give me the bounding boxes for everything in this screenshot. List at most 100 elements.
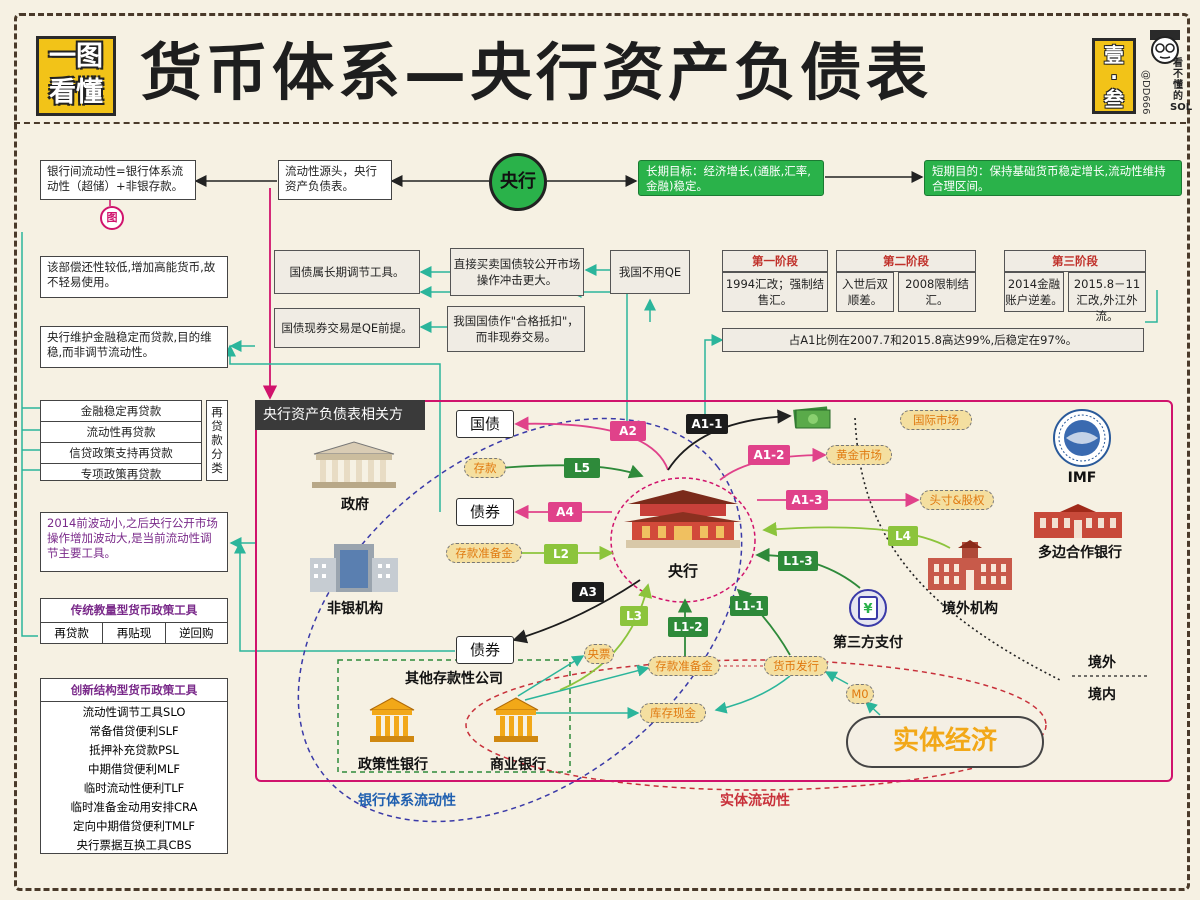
government-label: 政府: [341, 497, 369, 513]
innovative-tools-table: 创新结构型货币政策工具 流动性调节工具SLO 常备借贷便利SLF 抵押补充贷款P…: [40, 678, 228, 854]
tag-l5: L5: [564, 458, 600, 478]
innovative-tool: 央行票据互换工具CBS: [76, 838, 192, 852]
phase3-item1: 2014金融账户逆差。: [1004, 272, 1064, 312]
inside-label: 境内: [1088, 687, 1116, 703]
dashed-frame: [14, 13, 1190, 891]
low-repayment-note: 该部偿还性较低,增加高能货币,故不轻易使用。: [40, 256, 228, 298]
real-liquidity-label: 实体流动性: [720, 793, 790, 809]
interbank-liquidity-note: 银行间流动性=银行体系流动性（超储）+非银存款。: [40, 160, 196, 200]
position-equity-oval: 头寸&股权: [920, 490, 994, 510]
innovative-tool: 流动性调节工具SLO: [82, 705, 186, 719]
phase2-item2: 2008限制结汇。: [898, 272, 976, 312]
relending-item: 金融稳定再贷款: [41, 401, 201, 422]
author-handle: @DD666: [1140, 70, 1151, 115]
tag-a2: A2: [610, 421, 646, 441]
central-bill-oval: 央票: [584, 644, 614, 664]
svg-text:¥: ¥: [863, 602, 872, 617]
innovative-tool: 临时准备金动用安排CRA: [70, 800, 198, 814]
innovative-tools-title: 创新结构型货币政策工具: [41, 679, 227, 702]
innovative-tool: 抵押补充贷款PSL: [89, 743, 179, 757]
imf-label: IMF: [1067, 470, 1097, 486]
author-avatar-icon: [1150, 30, 1180, 64]
central-bank-label: 央行: [667, 562, 698, 580]
tag-a4: A4: [548, 502, 582, 522]
relending-item: 流动性再贷款: [41, 422, 201, 443]
multilateral-bank-label: 多边合作银行: [1038, 545, 1122, 561]
innovative-tool: 中期借贷便利MLF: [88, 762, 180, 776]
phase3-item2: 2015.8－11汇改,外江外流。: [1068, 272, 1146, 323]
innovative-tool: 定向中期借贷便利TMLF: [73, 819, 195, 833]
innovative-tool: 临时流动性便利TLF: [83, 781, 185, 795]
liquidity-source-note: 流动性源头，央行资产负债表。: [278, 160, 392, 200]
direct-trade-note: 直接买卖国债较公开市场操作冲击更大。: [450, 248, 584, 296]
a1-ratio-note: 占A1比例在2007.7和2015.8高达99%,后稳定在97%。: [722, 328, 1144, 352]
tag-l2: L2: [544, 544, 578, 564]
tag-a3: A3: [572, 582, 604, 602]
no-qe-note: 我国不用QE: [610, 250, 690, 294]
traditional-tools-title: 传统教量型货币政策工具: [41, 599, 227, 623]
tu-marker: 图: [100, 206, 124, 230]
tag-l4: L4: [888, 526, 918, 546]
long-term-tool-note: 国债属长期调节工具。: [274, 250, 420, 294]
reserve-oval-2: 存款准备金: [648, 656, 720, 676]
relending-table: 金融稳定再贷款 流动性再贷款 信贷政策支持再贷款 专项政策再贷款: [40, 400, 202, 481]
phase2-title: 第二阶段: [836, 250, 976, 272]
relending-item: 专项政策再贷款: [80, 467, 162, 481]
palace-icon: [624, 490, 742, 548]
reserve-oval: 存款准备金: [446, 543, 522, 563]
traditional-tool: 再贴现: [103, 623, 166, 644]
real-economy-node: 实体经济: [846, 716, 1044, 768]
badge-line3: 叁: [1104, 87, 1124, 111]
deposit-oval: 存款: [464, 458, 506, 478]
page-title: 货币体系—央行资产负债表: [140, 36, 933, 109]
bond-box: 债券: [456, 498, 514, 526]
tag-a1-3: A1-3: [786, 490, 828, 510]
commercial-bank-icon: [493, 697, 539, 742]
phase1-title: 第一阶段: [722, 250, 828, 272]
spot-trade-note: 国债现券交易是QE前提。: [274, 308, 420, 348]
gold-market-oval: 黄金市场: [826, 445, 892, 465]
central-bank-node: 央行: [489, 153, 547, 211]
currency-issue-oval: 货币发行: [764, 656, 828, 676]
traditional-tool: 逆回购: [179, 626, 214, 640]
issue-badge: 壹 · 叁: [1092, 38, 1136, 114]
policy-bank-icon: [369, 697, 415, 742]
tag-a1-1: A1-1: [686, 414, 728, 434]
tag-a1-2: A1-2: [748, 445, 790, 465]
payment-terminal-icon: ¥: [849, 589, 887, 627]
collateral-note: 我国国债作"合格抵扣"，而非现券交易。: [447, 306, 585, 352]
phase1-item: 1994汇改；强制结售汇。: [722, 272, 828, 312]
long-term-goal: 长期目标：经济增长,(通胀,汇率,金融)稳定。: [638, 160, 824, 196]
intl-market-oval: 国际市场: [900, 410, 972, 430]
logo-line2: 看懂: [49, 77, 103, 108]
other-deposit-label: 其他存款性公司: [405, 671, 503, 687]
maintain-stability-note: 央行维护金融稳定而贷款,目的维稳,而非调节流动性。: [40, 326, 228, 368]
tag-l1-2: L1-2: [668, 617, 708, 637]
tag-l1-3: L1-3: [778, 551, 818, 571]
overseas-building-icon: [928, 540, 1012, 590]
treasury-box: 国债: [456, 410, 514, 438]
traditional-tools-table: 传统教量型货币政策工具 再贷款 再贴现 逆回购: [40, 598, 228, 644]
nonbank-label: 非银机构: [327, 601, 383, 617]
open-market-note: 2014前波动小,之后央行公开市场操作增加波动大,是当前流动性调节主要工具。: [40, 512, 228, 572]
traditional-tool: 再贷款: [41, 623, 104, 644]
tag-l3: L3: [620, 606, 648, 626]
imf-logo-icon: [1053, 409, 1111, 467]
badge-line2: ·: [1110, 65, 1118, 89]
outside-label: 境外: [1088, 655, 1116, 671]
logo-badge: 一图 看懂: [36, 36, 116, 116]
vault-cash-oval: 库存现金: [640, 703, 706, 723]
nonbank-building-icon: [310, 544, 398, 592]
relending-category-label: 再贷款分类: [206, 400, 228, 481]
badge-line1: 壹: [1104, 43, 1124, 67]
overseas-institution-label: 境外机构: [942, 601, 998, 617]
third-party-payment-label: 第三方支付: [833, 635, 903, 651]
innovative-tool: 常备借贷便利SLF: [89, 724, 179, 738]
brand-name: 看不懂的SOL: [1170, 58, 1193, 113]
relending-item: 信贷政策支持再贷款: [41, 443, 201, 464]
commercial-bank-label: 商业银行: [490, 757, 546, 773]
phase2-item1: 入世后双顺差。: [836, 272, 894, 312]
policy-bank-label: 政策性银行: [358, 757, 428, 773]
m0-oval: M0: [846, 684, 874, 704]
